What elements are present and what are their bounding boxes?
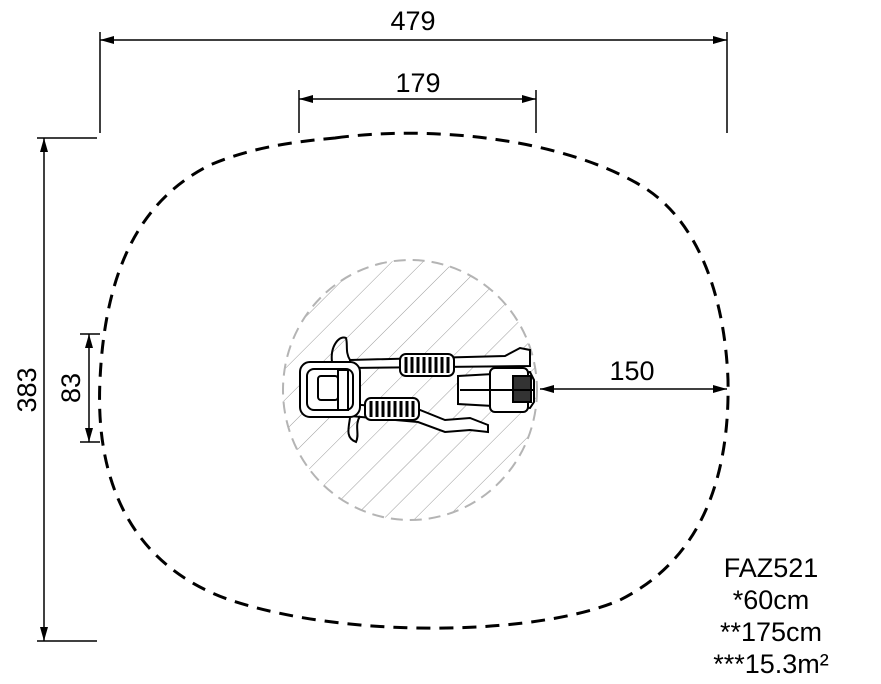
product-info-block: FAZ521 *60cm **175cm ***15.3m² — [671, 552, 871, 680]
dimension-label-overall-width: 479 — [390, 6, 435, 36]
model-code: FAZ521 — [723, 553, 819, 583]
fall-zone-circle — [282, 259, 538, 521]
info-line-2: **175cm — [719, 617, 823, 647]
info-line-3: ***15.3m² — [713, 649, 829, 679]
dimension-label-overall-depth: 383 — [12, 367, 42, 412]
dimension-label-clearance: 150 — [609, 356, 654, 386]
dimension-label-equipment-width: 83 — [56, 373, 86, 403]
dimension-label-inner-width: 179 — [395, 68, 440, 98]
equipment-top-view — [299, 336, 535, 444]
info-line-1: *60cm — [732, 585, 810, 615]
safety-zone-outline — [98, 131, 730, 630]
